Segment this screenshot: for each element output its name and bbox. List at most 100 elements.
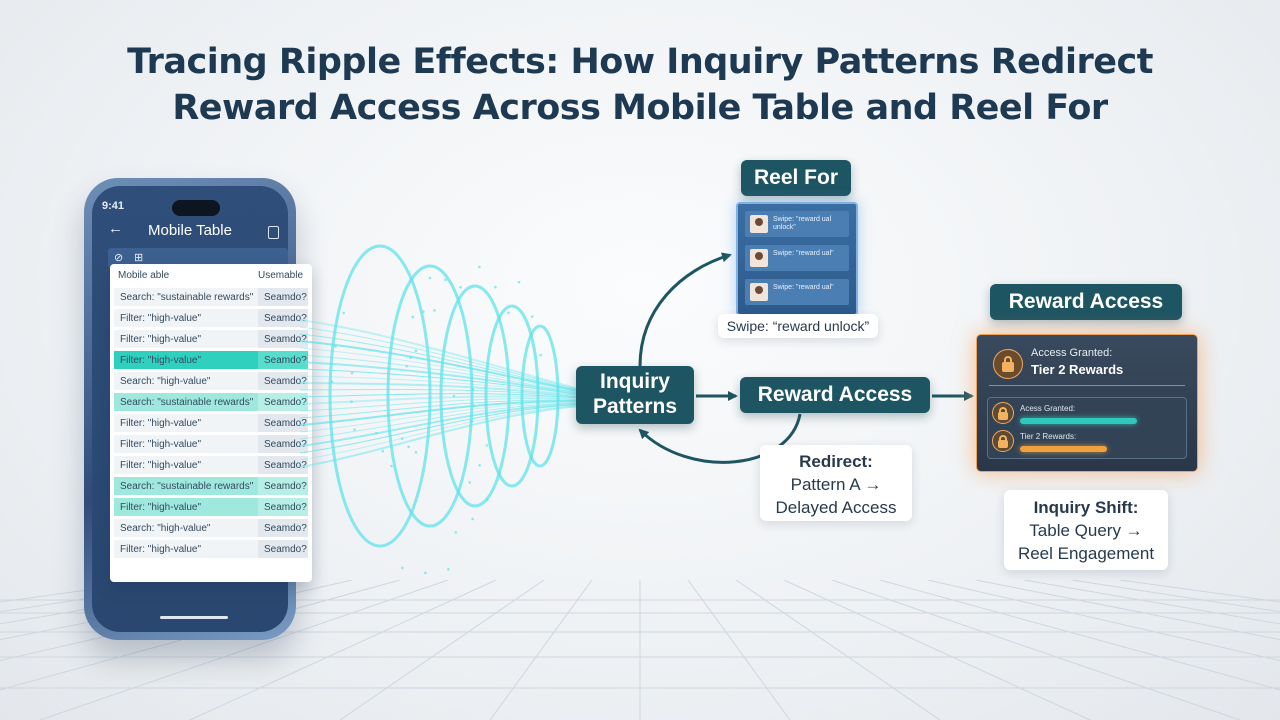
ripple-particle bbox=[507, 311, 510, 315]
ripple-particle bbox=[401, 566, 404, 570]
ripple-streak bbox=[300, 399, 581, 419]
inquiry-shift-note: Inquiry Shift: Table Query → Reel Engage… bbox=[1004, 490, 1168, 570]
status-text: Seamdo? bbox=[264, 544, 307, 555]
back-arrow-icon[interactable]: ← bbox=[108, 220, 123, 237]
reel-item[interactable]: Swipe: "reward ual unlock" bbox=[745, 211, 849, 237]
arrow-inquiry-to-reel bbox=[638, 252, 732, 367]
table-cell-status: Seamdo? bbox=[258, 288, 308, 306]
table-row[interactable]: Filter: "high-value"Seamdo? bbox=[114, 456, 308, 474]
document-icon[interactable] bbox=[268, 226, 279, 239]
ripple-particle bbox=[459, 285, 462, 289]
table-cell-query: Search: "sustainable rewards" bbox=[120, 292, 254, 303]
ripple-particle bbox=[485, 498, 489, 502]
ripple-particle bbox=[407, 445, 410, 449]
table-cell-status: Seamdo? bbox=[258, 540, 308, 558]
redirect-note-line-2: Pattern A → bbox=[790, 475, 882, 494]
table-row[interactable]: Filter: "high-value"Seamdo? bbox=[114, 540, 308, 558]
ripple-particle bbox=[433, 309, 436, 312]
ripple-particle bbox=[470, 420, 474, 423]
access-tier-label: Tier 2 Rewards bbox=[1031, 362, 1124, 377]
ripple-particle bbox=[444, 278, 447, 282]
home-indicator bbox=[160, 616, 228, 619]
ripple-ring bbox=[520, 324, 560, 468]
ripple-particle bbox=[530, 315, 534, 318]
ripple-streak bbox=[300, 375, 581, 397]
ripple-streak bbox=[300, 388, 581, 398]
table-row[interactable]: Filter: "high-value"Seamdo? bbox=[114, 330, 308, 348]
ripple-ring bbox=[328, 244, 432, 548]
status-text: Seamdo? bbox=[264, 334, 307, 345]
reel-for-title: Reel For bbox=[741, 160, 851, 196]
ripple-particle bbox=[405, 364, 408, 368]
table-cell-query: Filter: "high-value" bbox=[120, 460, 202, 471]
table-cell-status: Seamdo? bbox=[258, 435, 308, 453]
ripple-particle bbox=[381, 449, 385, 453]
ripple-particle bbox=[454, 531, 458, 534]
table-cell-status: Seamdo? bbox=[258, 519, 308, 537]
table-cell-query: Filter: "high-value" bbox=[120, 439, 202, 450]
table-header: Mobile able Usemable bbox=[110, 264, 312, 286]
ripple-streak bbox=[300, 403, 581, 454]
toolbar-grid-icon[interactable]: ⊞ bbox=[134, 252, 144, 264]
table-row[interactable]: Search: "sustainable rewards" Seamdo? bbox=[114, 288, 308, 306]
ripple-particle bbox=[428, 276, 432, 280]
table-row[interactable]: Search: "high-value" Seamdo? bbox=[114, 519, 308, 537]
table-cell-query: Search: "high-value" bbox=[120, 523, 211, 534]
table-row[interactable]: Filter: "high-value"Seamdo? bbox=[114, 309, 308, 327]
table-cell-query: Filter: "high-value" bbox=[120, 313, 202, 324]
shift-note-line-2: Table Query → bbox=[1029, 521, 1143, 540]
table-header-col-1: Mobile able bbox=[118, 270, 170, 281]
shift-note-line-3: Reel Engagement bbox=[1017, 544, 1155, 563]
ripple-particle bbox=[478, 464, 481, 467]
ripple-ring bbox=[386, 264, 474, 528]
ripple-particle bbox=[517, 280, 521, 284]
table-row[interactable]: Filter: "high-value"Seamdo? bbox=[114, 498, 308, 516]
status-text: Seamdo? bbox=[264, 397, 307, 408]
ripple-particle bbox=[494, 285, 497, 289]
ripple-streak bbox=[300, 402, 581, 440]
ripple-particle bbox=[411, 315, 415, 319]
ripple-particle bbox=[414, 451, 418, 454]
status-text: Seamdo? bbox=[264, 376, 307, 387]
floor-grid-line bbox=[1023, 580, 1280, 625]
ripple-particle bbox=[471, 517, 474, 521]
ripple-effect bbox=[300, 244, 581, 575]
table-row[interactable]: Filter: "high-value"Seamdo? bbox=[114, 414, 308, 432]
phone-notch bbox=[172, 200, 220, 216]
table-header-col-2: Usemable bbox=[258, 270, 304, 281]
floor-grid-line bbox=[879, 580, 1280, 691]
table-row[interactable]: Search: "sustainable rewards"Seamdo? bbox=[114, 393, 308, 411]
ripple-particle bbox=[471, 388, 475, 392]
table-row[interactable]: Filter: "high-value" Seamdo? bbox=[114, 435, 308, 453]
reel-thumbnail bbox=[750, 215, 768, 233]
ripple-streak bbox=[300, 382, 581, 398]
table-cell-status: Seamdo? bbox=[258, 372, 308, 390]
ripple-particle bbox=[472, 404, 475, 407]
redirect-note-title: Redirect: bbox=[799, 452, 873, 471]
ripple-particle bbox=[400, 437, 404, 440]
mobile-table-card: Mobile able Usemable Search: "sustainabl… bbox=[110, 264, 312, 582]
status-text: Seamdo? bbox=[264, 292, 307, 303]
status-time: 9:41 bbox=[102, 200, 125, 212]
reel-item[interactable]: Swipe: "reward ual" bbox=[745, 245, 849, 271]
table-cell-status: Seamdo? bbox=[258, 351, 308, 369]
table-row[interactable]: Filter: "high-value" Seamdo? bbox=[114, 351, 308, 369]
status-text: Seamdo? bbox=[264, 481, 307, 492]
reel-item[interactable]: Swipe: "reward ual" bbox=[745, 279, 849, 305]
ripple-particle bbox=[342, 311, 346, 315]
table-cell-query: Filter: "high-value" bbox=[120, 418, 202, 429]
app-title: Mobile Table bbox=[148, 222, 232, 239]
status-text: Seamdo? bbox=[264, 523, 307, 534]
ripple-streak bbox=[300, 340, 581, 393]
ripple-particle bbox=[353, 428, 356, 431]
table-cell-query: Filter: "high-value" bbox=[120, 355, 202, 366]
tier-progress-bar bbox=[1020, 446, 1107, 452]
table-row[interactable]: Search: "sustainable rewards"Seamdo? bbox=[114, 477, 308, 495]
ripple-streak bbox=[300, 401, 581, 433]
table-row[interactable]: Search: "high-value"Seamdo? bbox=[114, 372, 308, 390]
inquiry-patterns-node: Inquiry Patterns bbox=[576, 366, 694, 424]
panel-divider bbox=[989, 385, 1185, 386]
status-text: Seamdo? bbox=[264, 439, 307, 450]
ripple-particle bbox=[330, 380, 334, 384]
toolbar-tool-icon[interactable]: ⊘ bbox=[114, 252, 124, 264]
